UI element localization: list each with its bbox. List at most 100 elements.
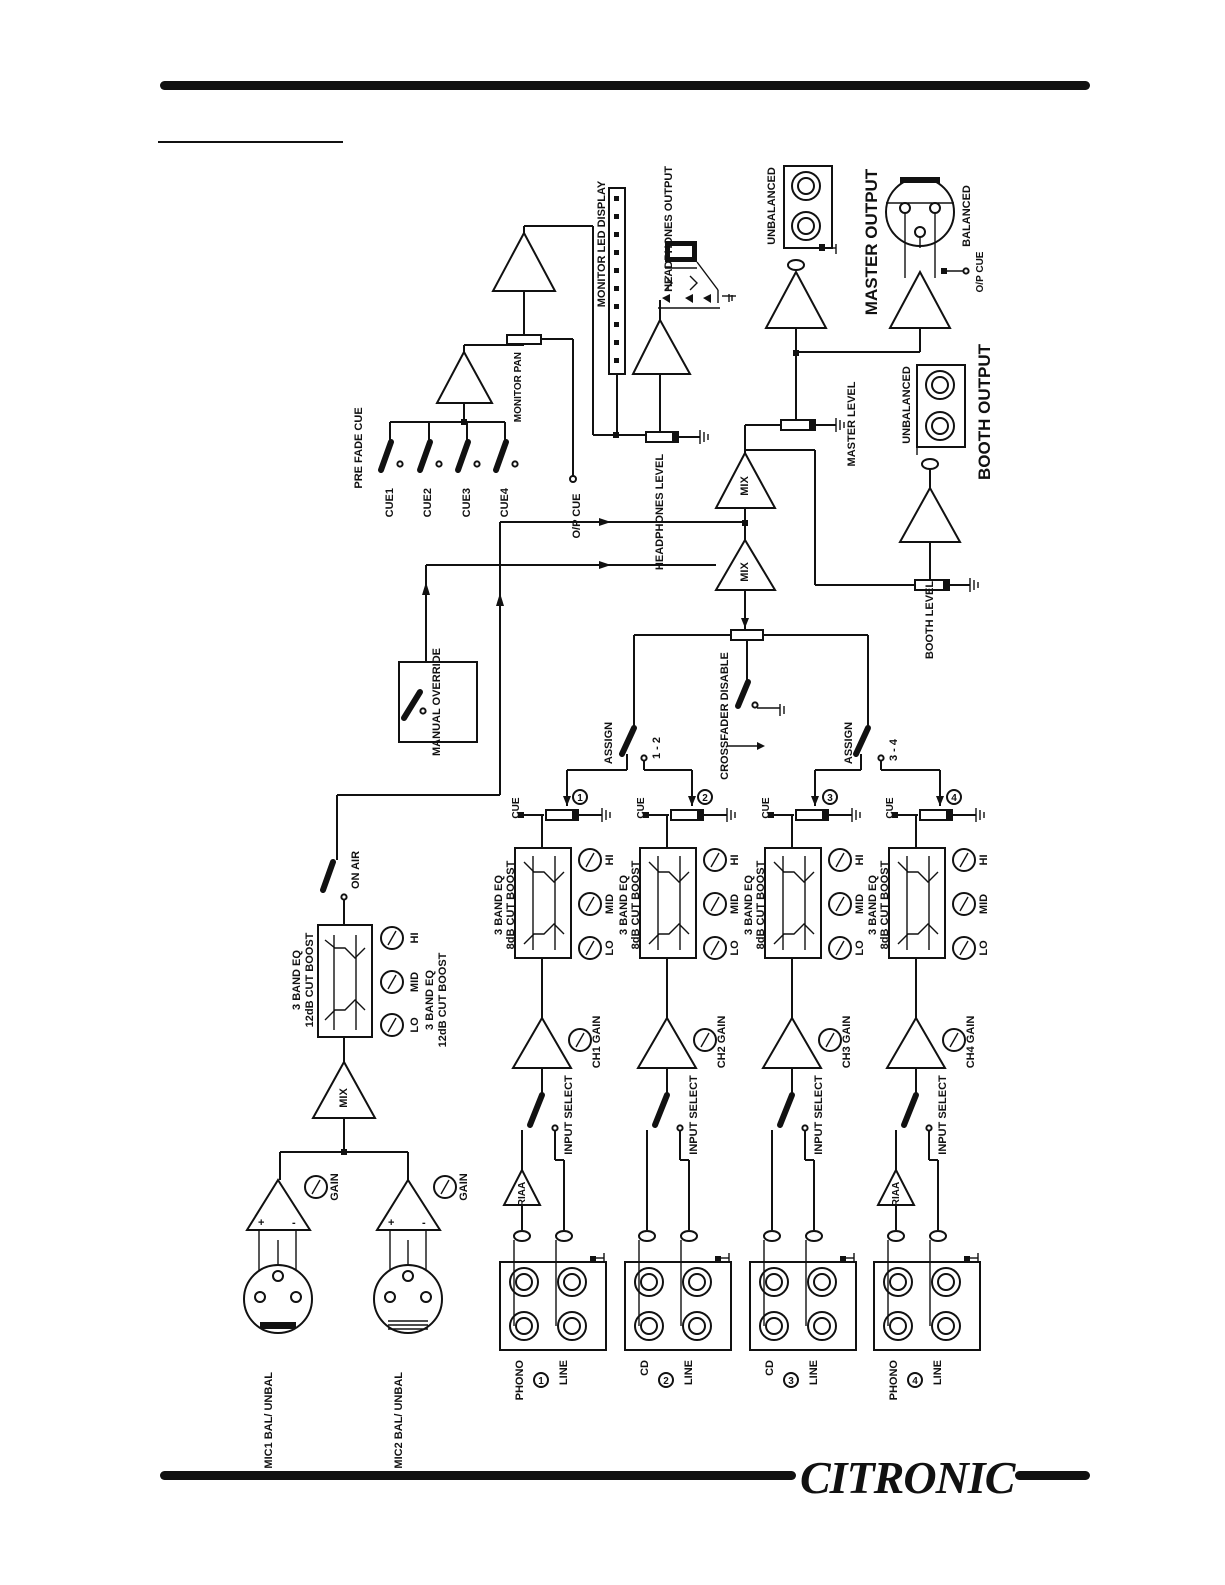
ch1-gain-amp <box>511 1016 573 1069</box>
rca-socket-inner <box>937 1273 955 1291</box>
rca-socket-inner <box>515 1317 533 1335</box>
svg-text:GAIN: GAIN <box>458 1173 470 1201</box>
ch2-lo-label: LO <box>729 940 741 956</box>
pre-fade-cue-label: PRE FADE CUE <box>353 407 365 488</box>
ch3-mid-label: MID <box>854 894 866 914</box>
cue-amp <box>435 349 494 404</box>
rca-socket-inner <box>765 1317 783 1335</box>
crossfader[interactable] <box>730 629 764 641</box>
rca-socket-inner <box>889 1273 907 1291</box>
ch1-lo-label: LO <box>604 940 616 956</box>
ch2-gain-label: CH2 GAIN <box>716 1016 728 1069</box>
ch4-source-number: 4 <box>912 1376 918 1387</box>
mic1-preamp <box>245 1178 312 1231</box>
jack-plug <box>513 1230 531 1242</box>
manual-override-label: MANUAL OVERRIDE <box>431 648 443 756</box>
ch2-eq-title: 3 BAND EQ <box>618 875 630 935</box>
cue3-switch[interactable] <box>455 439 471 473</box>
ch3-input-select-switch[interactable] <box>777 1092 795 1128</box>
ch1-eq-subtitle: 8dB CUT BOOST <box>505 860 517 949</box>
master-op-cue-label: O/P CUE <box>975 251 986 292</box>
monitor-pan-label: MONITOR PAN <box>513 352 524 422</box>
on-air-switch[interactable] <box>320 859 336 893</box>
ch3-eq-subtitle: 8dB CUT BOOST <box>755 860 767 949</box>
ch2-input-select-switch[interactable] <box>652 1092 670 1128</box>
fader-cap <box>697 810 703 820</box>
crossfader-disable-label: CROSSFADER DISABLE <box>719 652 731 780</box>
ch3-line-label: LINE <box>808 1360 820 1385</box>
cue4-label: CUE4 <box>499 487 511 517</box>
assign-left-switch[interactable] <box>619 725 637 757</box>
ch1-lo-knob-pointer <box>585 940 595 956</box>
cue4-switch[interactable] <box>493 439 509 473</box>
mic-eq-title: 3 BAND EQ <box>291 950 303 1010</box>
header-rule <box>160 81 1090 90</box>
rca-socket-inner <box>563 1273 581 1291</box>
ch3-eq-box <box>764 847 822 959</box>
crossfader-disable-switch[interactable] <box>735 679 751 709</box>
rca-socket-inner <box>813 1273 831 1291</box>
ch2-number-badge <box>697 789 713 805</box>
jack-plug <box>805 1230 823 1242</box>
svg-text:MIX: MIX <box>739 562 751 582</box>
eq-curve <box>773 861 815 883</box>
ch4-number: 4 <box>951 793 957 804</box>
headphones-level-label: HEADPHONES LEVEL <box>654 454 666 570</box>
mic1-xlr-jack <box>243 1264 313 1334</box>
ch3-hi-label: HI <box>854 855 866 866</box>
cue2-switch[interactable] <box>417 439 433 473</box>
cue-junction <box>518 812 524 818</box>
ch1-input-select-switch[interactable] <box>527 1092 545 1128</box>
ch1-cue-label: CUE <box>511 797 522 818</box>
ch1-mid-knob-pointer <box>585 896 595 912</box>
ch1-input-select-label: INPUT SELECT <box>563 1075 575 1155</box>
citronic-logo: CITRONIC <box>800 1452 1017 1503</box>
ch3-gain-amp <box>761 1016 823 1069</box>
cue-junction <box>643 812 649 818</box>
monitor-pan-pot <box>506 334 542 345</box>
ch3-source-number-badge <box>783 1372 799 1388</box>
mic-eq-subtitle-2: 12dB CUT BOOST <box>437 952 449 1047</box>
master-output-title: MASTER OUTPUT <box>862 168 881 315</box>
cue1-switch[interactable] <box>378 439 394 473</box>
manual-override-switch[interactable] <box>401 689 423 721</box>
svg-text:+: + <box>258 1217 264 1229</box>
ch4-input-select-switch[interactable] <box>901 1092 919 1128</box>
svg-text:HI: HI <box>409 933 421 944</box>
ch2-lo-knob-pointer <box>710 940 720 956</box>
jack-plug <box>929 1230 947 1242</box>
switch-contact <box>925 1124 933 1132</box>
ground-tab <box>715 1256 721 1263</box>
switch-contact <box>801 1124 809 1132</box>
cue2-label: CUE2 <box>422 488 434 517</box>
ch2-hi-knob-pointer <box>710 852 720 868</box>
booth-unbalanced-label: UNBALANCED <box>901 366 913 444</box>
jack-plug <box>638 1230 656 1242</box>
led-display-label: MONITOR LED DISPLAY <box>596 180 608 307</box>
ch3-cue-label: CUE <box>761 797 772 818</box>
ch4-gain-knob-pointer <box>949 1032 959 1048</box>
ch1-number: 1 <box>577 793 583 804</box>
ch4-source-number-badge <box>907 1372 923 1388</box>
cue-junction <box>768 812 774 818</box>
ch4-number-badge <box>946 789 962 805</box>
ch4-lo-knob-pointer <box>959 940 969 956</box>
master-amp <box>764 269 828 329</box>
output-section: UNBALANCED BALANCED O/P CUE MASTER OUTPU… <box>744 165 994 659</box>
svg-text:MIX: MIX <box>338 1088 350 1108</box>
svg-text:GAIN: GAIN <box>329 1173 341 1201</box>
svg-text:MID: MID <box>409 972 421 992</box>
rca-socket-inner <box>813 1317 831 1335</box>
headphones-jack <box>658 241 736 320</box>
ch3-gain-label: CH3 GAIN <box>841 1016 853 1069</box>
assign-right-switch[interactable] <box>853 725 871 757</box>
ch4-gain-label: CH4 GAIN <box>965 1016 977 1069</box>
ch2-eq-subtitle: 8dB CUT BOOST <box>630 860 642 949</box>
rca-socket-inner <box>640 1317 658 1335</box>
ch4-mid-knob-pointer <box>959 896 969 912</box>
eq-curve <box>897 861 939 883</box>
cue3-label: CUE3 <box>461 488 473 517</box>
assign-right-label: ASSIGN <box>843 722 855 764</box>
eq-curve <box>773 923 815 945</box>
